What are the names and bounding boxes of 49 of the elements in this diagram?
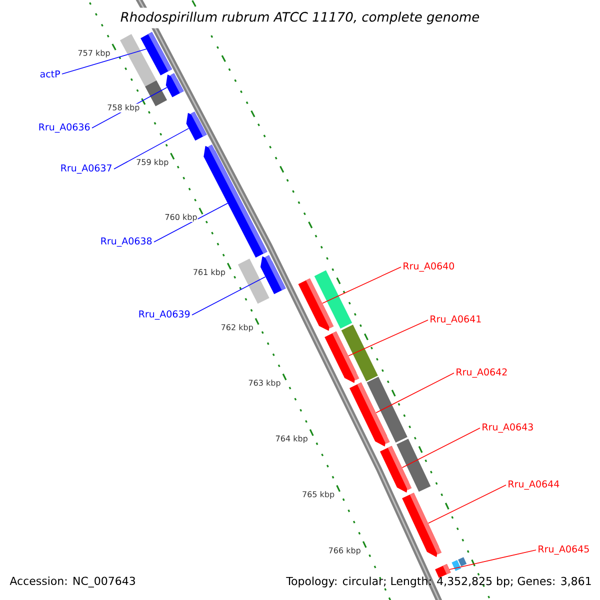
gene-feature — [238, 258, 270, 304]
scale-label: 758 kbp — [106, 104, 140, 112]
leader-line — [376, 372, 454, 414]
leader-line — [154, 202, 228, 242]
gene-feature — [402, 492, 442, 558]
gene-feature — [458, 557, 467, 566]
gene-feature — [260, 255, 286, 294]
gene-feature — [145, 80, 168, 106]
gene-label: Rru_A0639 — [139, 310, 190, 320]
scale-label: 757 kbp — [77, 49, 111, 58]
scale-label: 766 kbp — [328, 546, 362, 556]
gene-feature — [366, 376, 408, 443]
scale-label: 761 kbp — [192, 268, 226, 278]
gene-label: actP — [40, 70, 60, 78]
gene-label: Rru_A0636 — [39, 123, 90, 133]
accession-text: Accession: NC_007643 — [8, 575, 138, 589]
title-text: Rhodospirillum rubrum ATCC 11170, complete genome — [116, 8, 484, 28]
gene-feature — [120, 34, 156, 87]
gene-label: Rru_A0637 — [61, 164, 112, 174]
leader-line — [114, 128, 190, 170]
scale-label: 763 kbp — [248, 379, 282, 388]
gene-feature — [435, 564, 451, 578]
gene-label: Rru_A0641 — [430, 315, 481, 325]
gene-feature — [166, 73, 184, 98]
genome-info-text: Topology: circular; Length: 4,352,825 bp; Genes: 3,861 — [286, 576, 591, 588]
gene-feature — [452, 560, 462, 571]
gene-feature — [341, 324, 378, 382]
gene-label: Rru_A0645 — [538, 545, 589, 555]
leader-line — [322, 266, 402, 304]
leader-line — [348, 320, 428, 356]
leader-line — [449, 550, 536, 570]
gene-feature — [204, 144, 268, 258]
scale-label: 759 kbp — [136, 158, 170, 168]
scale-label: 765 kbp — [302, 490, 336, 500]
gene-label: Rru_A0640 — [404, 262, 454, 272]
gene-feature — [314, 270, 352, 329]
gene-label: Rru_A0644 — [508, 480, 560, 490]
leader-line — [62, 48, 147, 74]
gene-label: Rru_A0638 — [101, 237, 152, 247]
gene-feature — [396, 438, 431, 492]
gene-feature — [186, 111, 207, 141]
gene-label: Rru_A0642 — [456, 368, 507, 378]
scale-label: 760 kbp — [164, 213, 198, 222]
leader-line — [402, 428, 480, 468]
scale-label: 762 kbp — [220, 324, 254, 332]
leader-line — [192, 276, 266, 316]
gene-label: Rru_A0643 — [482, 423, 533, 433]
scale-label: 764 kbp — [274, 434, 308, 444]
leader-line — [428, 484, 506, 524]
